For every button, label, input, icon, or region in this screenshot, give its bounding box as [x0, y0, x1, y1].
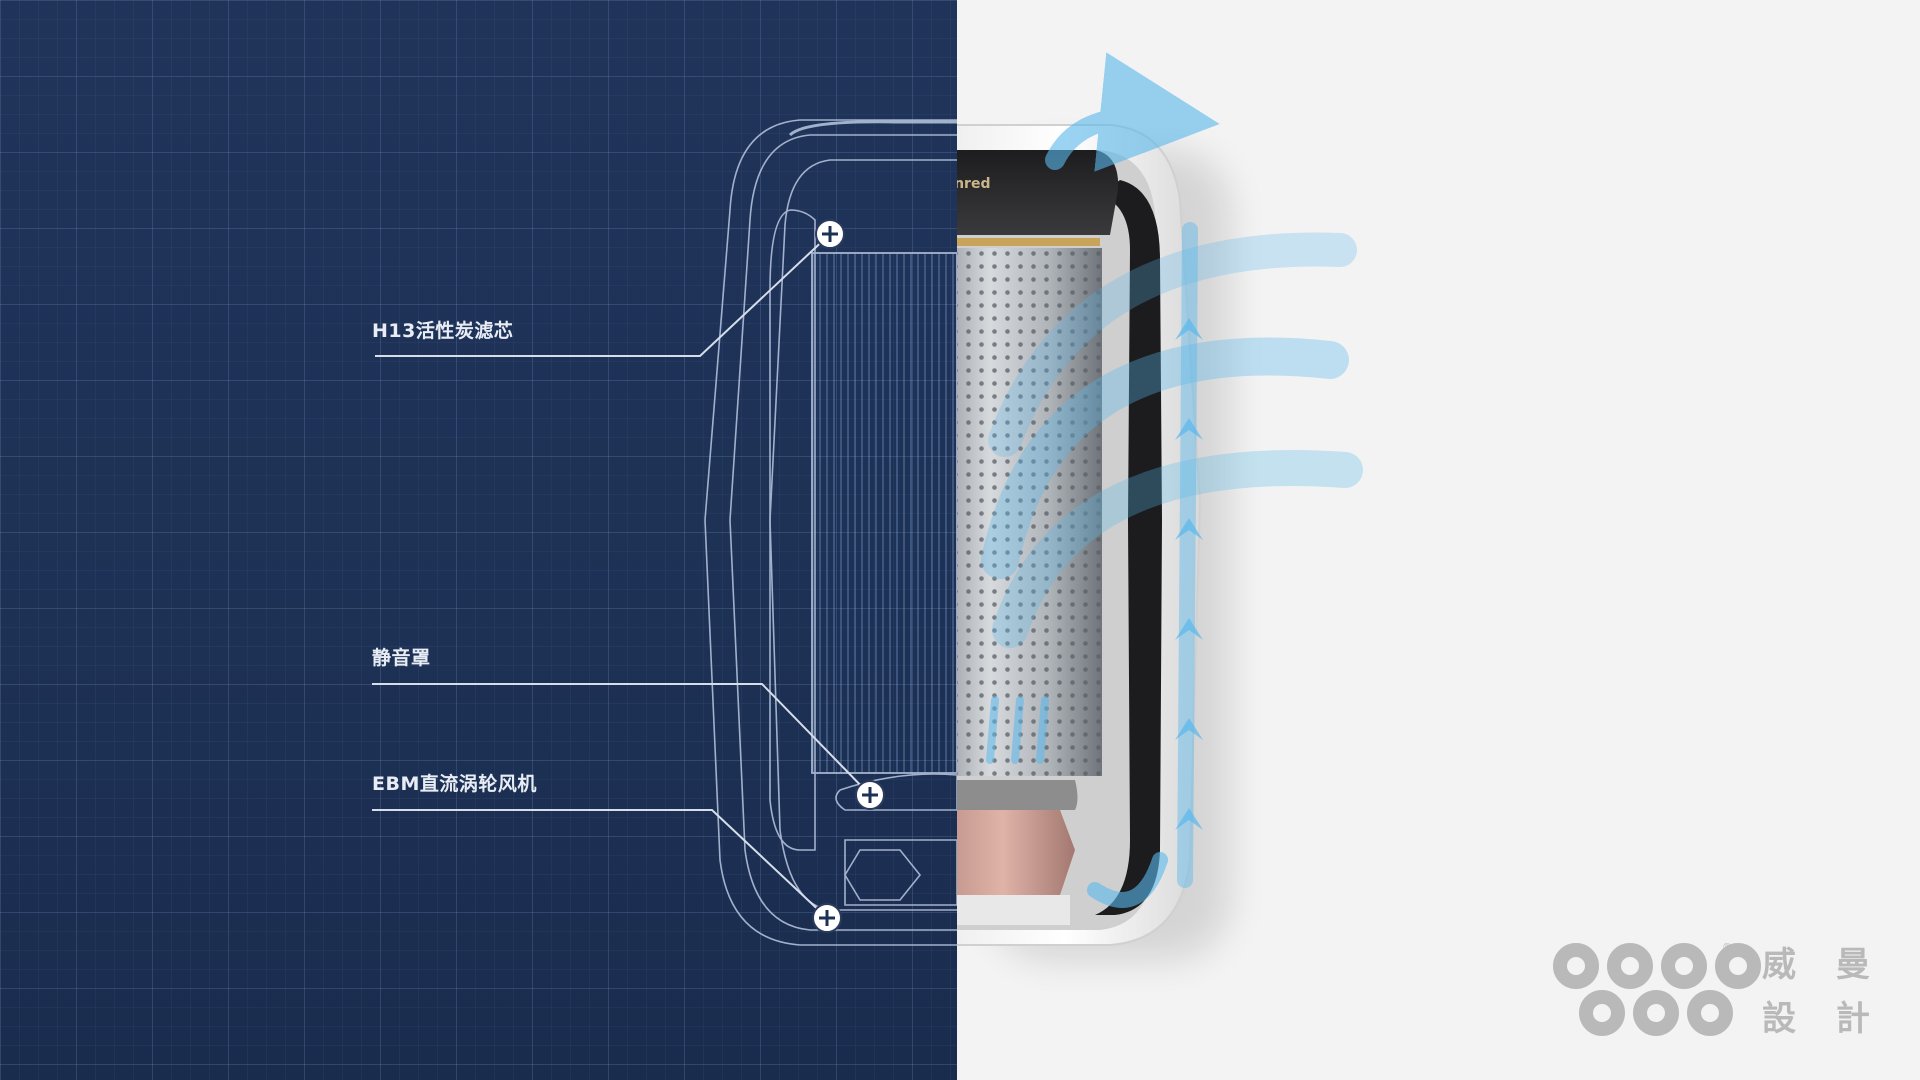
brand-line-1: 威 曼: [1762, 945, 1884, 985]
brand-name: 威 曼 設 計: [1762, 938, 1884, 1046]
marker-cover-plus-icon[interactable]: [855, 780, 885, 810]
product-render: menred: [930, 52, 1363, 960]
brand-logo-icon: [1553, 943, 1761, 1036]
callout-cover-label: 静音罩: [372, 647, 431, 669]
airflow-arrows: [981, 52, 1363, 908]
brand-line-2: 設 計: [1762, 999, 1884, 1039]
marker-filter-plus-icon[interactable]: [815, 219, 845, 249]
callout-fan-label: EBM直流涡轮风机: [372, 773, 537, 795]
blueprint-wireframe: [704, 119, 957, 946]
marker-fan-plus-icon[interactable]: [812, 903, 842, 933]
callout-filter-label: H13活性炭滤芯: [372, 320, 514, 342]
callout-lines: [372, 233, 871, 919]
product-logo: menred: [930, 176, 990, 192]
airflow-chevrons: [1175, 318, 1203, 830]
registered-mark: ®: [1722, 942, 1732, 953]
